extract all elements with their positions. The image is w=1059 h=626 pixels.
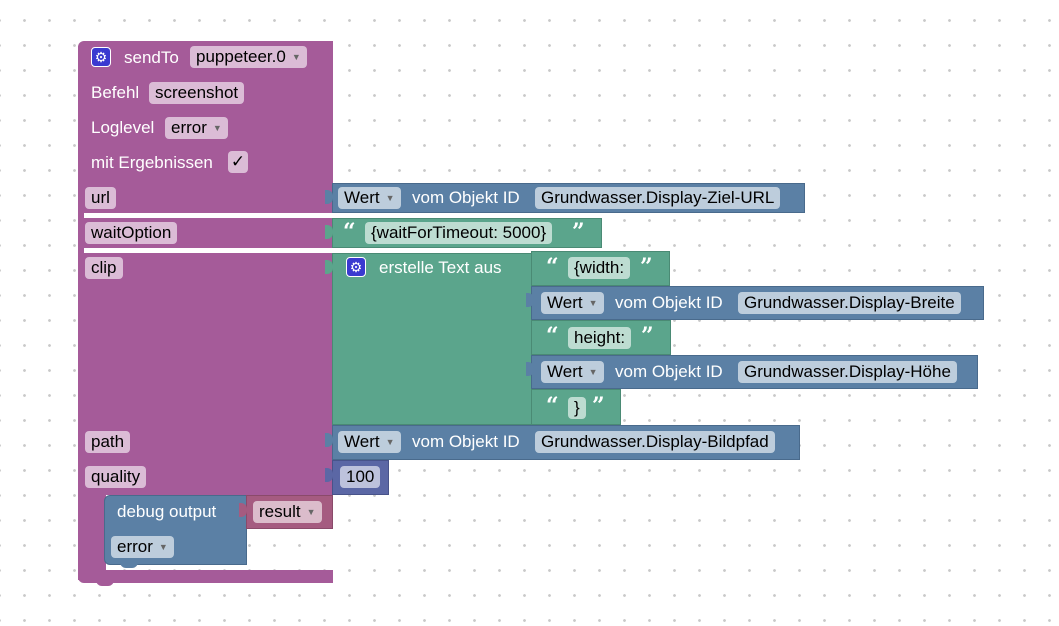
befehl-field[interactable]: screenshot: [149, 82, 245, 104]
clip-connector: [325, 260, 333, 274]
url-object-id[interactable]: Grundwasser.Display-Ziel-URL: [535, 187, 781, 209]
path-object-label: vom Objekt ID: [412, 432, 520, 451]
loglevel-value: error: [171, 118, 207, 137]
wait-text-field[interactable]: {waitForTimeout: 5000}: [365, 222, 553, 244]
befehl-value: screenshot: [155, 83, 239, 102]
clip-join-block[interactable]: [332, 253, 532, 425]
clip-obj1-connector: [526, 293, 534, 307]
clip-obj2-label: vom Objekt ID: [615, 362, 723, 381]
path-connector: [325, 433, 333, 447]
quote-open-icon: “: [546, 393, 559, 419]
quote-open-icon: “: [546, 323, 559, 349]
dropdown-arrow-icon: ▼: [385, 437, 395, 447]
param-row-url: [78, 183, 333, 213]
clip-obj1-mode-dropdown[interactable]: Wert▼: [541, 292, 604, 314]
quote-close-icon: ”: [640, 254, 653, 280]
sendto-nub: [96, 580, 114, 586]
param-url-label: url: [85, 187, 116, 209]
dropdown-arrow-icon: ▼: [385, 193, 395, 203]
sendto-title: sendTo: [124, 48, 179, 67]
param-quality-label: quality: [85, 466, 147, 488]
param-row-clip: [78, 253, 333, 425]
debug-var-connector: [239, 503, 247, 517]
ergebnisse-label: mit Ergebnissen: [91, 153, 213, 172]
checkmark-icon: ✓: [230, 152, 246, 171]
debug-level-dropdown[interactable]: error▼: [111, 536, 174, 558]
dropdown-arrow-icon: ▼: [212, 123, 222, 133]
quote-open-icon: “: [546, 254, 559, 280]
quote-close-icon: ”: [641, 323, 654, 349]
param-waitoption-label: waitOption: [85, 222, 178, 244]
dropdown-arrow-icon: ▼: [158, 542, 168, 552]
clip-obj2-id[interactable]: Grundwasser.Display-Höhe: [738, 361, 957, 383]
path-object-id[interactable]: Grundwasser.Display-Bildpfad: [535, 431, 775, 453]
loglevel-label: Loglevel: [91, 118, 155, 137]
url-mode-dropdown[interactable]: Wert▼: [338, 187, 401, 209]
path-mode-dropdown[interactable]: Wert▼: [338, 431, 401, 453]
quality-connector: [325, 468, 333, 482]
url-connector: [325, 190, 333, 204]
clip-obj2-connector: [526, 362, 534, 376]
instance-dropdown[interactable]: puppeteer.0 ▼: [190, 46, 307, 68]
dropdown-arrow-icon: ▼: [291, 52, 301, 62]
quote-close-icon: ”: [572, 219, 585, 245]
instance-value: puppeteer.0: [196, 47, 286, 66]
gear-icon[interactable]: ⚙: [346, 257, 366, 277]
clip-obj1-id[interactable]: Grundwasser.Display-Breite: [738, 292, 961, 314]
sendto-bottom-bar: [78, 570, 333, 583]
param-clip-label: clip: [85, 257, 123, 279]
quality-value[interactable]: 100: [340, 466, 381, 488]
param-row-statement: [78, 495, 106, 575]
clip-text1-field[interactable]: {width:: [568, 257, 631, 279]
dropdown-arrow-icon: ▼: [588, 367, 598, 377]
gear-icon[interactable]: ⚙: [91, 47, 111, 67]
quote-open-icon: “: [343, 219, 356, 245]
url-object-label: vom Objekt ID: [412, 188, 520, 207]
clip-text2-field[interactable]: height:: [568, 327, 632, 349]
param-path-label: path: [85, 431, 131, 453]
clip-text3-field[interactable]: }: [568, 397, 586, 419]
dropdown-arrow-icon: ▼: [306, 507, 316, 517]
clip-join-title: erstelle Text aus: [379, 258, 502, 277]
quote-close-icon: ”: [592, 393, 605, 419]
befehl-label: Befehl: [91, 83, 140, 102]
clip-obj1-label: vom Objekt ID: [615, 293, 723, 312]
dropdown-arrow-icon: ▼: [588, 298, 598, 308]
debug-nub: [120, 562, 138, 568]
debug-var-dropdown[interactable]: result▼: [253, 501, 322, 523]
ergebnisse-checkbox[interactable]: ✓: [228, 151, 248, 173]
debug-output-label: debug output: [117, 502, 217, 521]
clip-obj2-mode-dropdown[interactable]: Wert▼: [541, 361, 604, 383]
loglevel-dropdown[interactable]: error ▼: [165, 117, 228, 139]
wait-connector: [325, 225, 333, 239]
